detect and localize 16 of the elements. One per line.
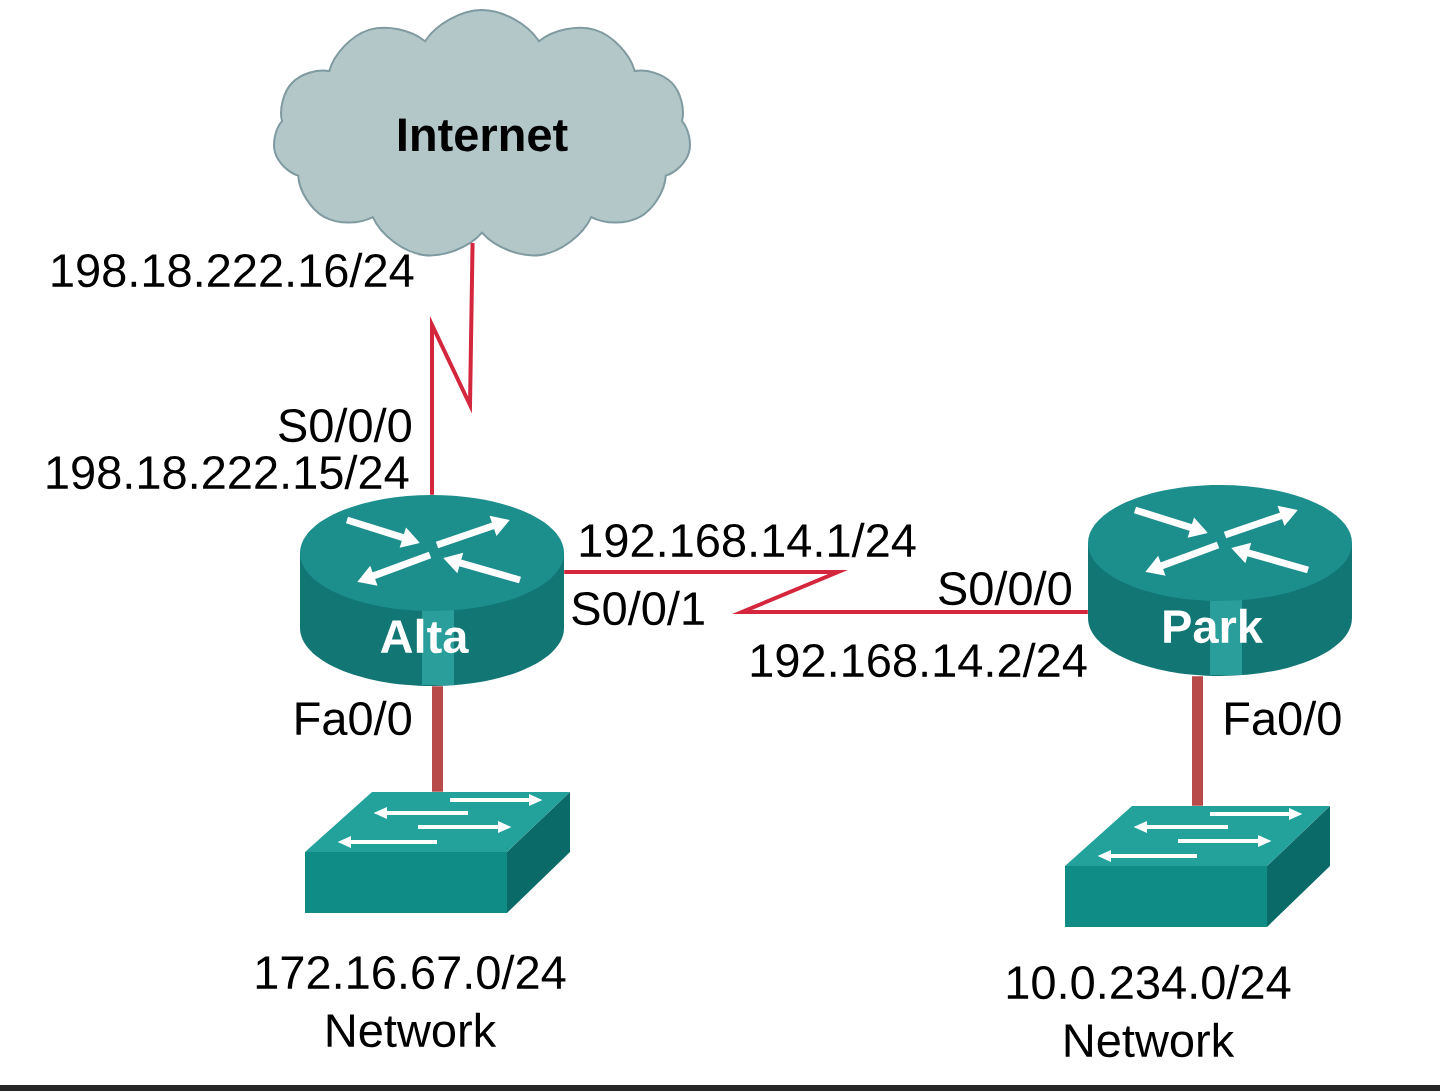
interface-label: Fa0/0 (1226, 700, 1341, 736)
ethernet-link (1192, 676, 1203, 806)
interface-label: Fa0/0 (296, 700, 411, 736)
serial-link (430, 242, 475, 495)
network-caption: 172.16.67.0/24 Network (256, 954, 566, 1048)
serial-link (564, 570, 1088, 614)
ethernet-link (432, 686, 443, 792)
ip-address-label: 192.168.14.2/24 (751, 642, 1087, 678)
interface-label: S0/0/0 (279, 407, 411, 443)
router: Alta (300, 495, 564, 686)
ip-address-label: 198.18.222.15/24 (47, 454, 409, 490)
router: Park (1088, 485, 1352, 676)
interface-label: S0/0/0 (939, 570, 1071, 606)
interface-label: S0/0/1 (572, 590, 704, 626)
network-caption: 10.0.234.0/24 Network (1007, 964, 1291, 1058)
ip-address-label: 192.168.14.1/24 (580, 522, 916, 558)
